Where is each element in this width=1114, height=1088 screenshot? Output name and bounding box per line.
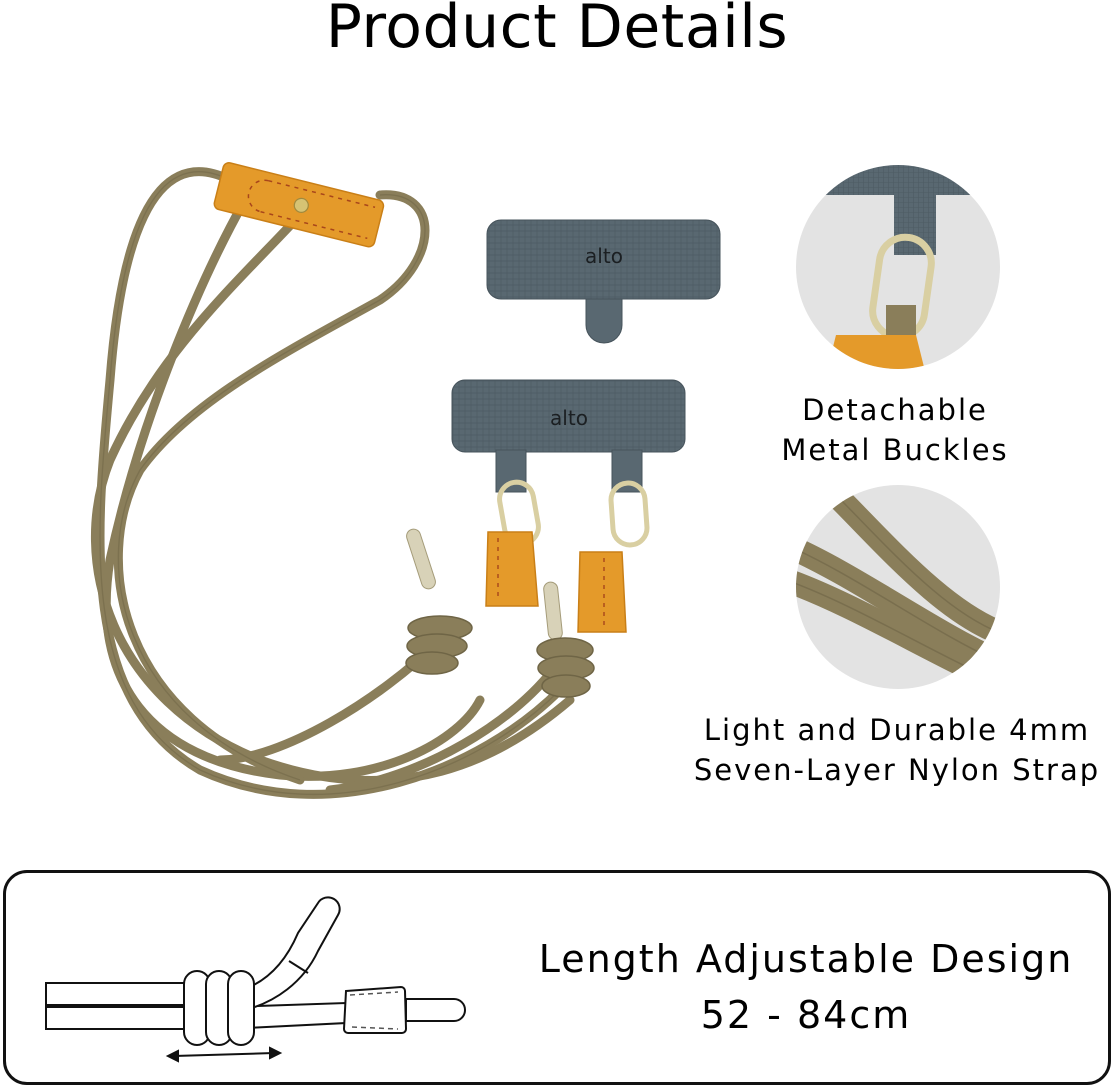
- buckle-detail-image: [796, 165, 1000, 369]
- adjustment-knots: [405, 615, 595, 698]
- caption-line: Metal Buckles: [781, 433, 1009, 467]
- strap-detail-image: [796, 485, 1000, 689]
- feature-caption-buckles: Detachable Metal Buckles: [760, 390, 1030, 470]
- caption-line: Seven-Layer Nylon Strap: [693, 753, 1101, 787]
- leather-end-caps: [485, 531, 627, 633]
- adjustable-heading: Length Adjustable Design: [538, 937, 1074, 981]
- knot-adjustment-diagram: [45, 896, 466, 1063]
- tether-patch-double: alto: [451, 379, 686, 493]
- metal-pins: [406, 528, 563, 641]
- adjustable-length-text: Length Adjustable Design 52 - 84cm: [506, 931, 1106, 1043]
- feature-caption-strap: Light and Durable 4mm Seven-Layer Nylon …: [680, 710, 1114, 790]
- buckle-closeup-icon: [796, 165, 1000, 369]
- adjustable-length-panel: Length Adjustable Design 52 - 84cm: [3, 870, 1111, 1085]
- page-title: Product Details: [325, 0, 789, 62]
- adjustable-range: 52 - 84cm: [700, 993, 912, 1037]
- strap-closeup-icon: [796, 486, 1000, 689]
- leather-keeper: [213, 162, 385, 248]
- brand-logo: alto: [585, 244, 623, 268]
- brand-logo: alto: [550, 406, 588, 430]
- product-image: alto alto: [90, 162, 721, 799]
- caption-line: Light and Durable 4mm: [703, 713, 1091, 747]
- double-arrow-icon: [165, 1046, 283, 1063]
- caption-line: Detachable: [802, 393, 988, 427]
- tether-patch-single: alto: [486, 219, 721, 344]
